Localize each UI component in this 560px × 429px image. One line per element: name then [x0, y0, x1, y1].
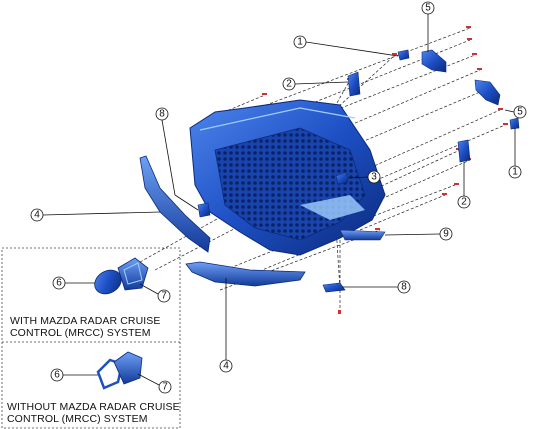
clip-upper	[397, 49, 410, 61]
svg-text:3: 3	[371, 172, 377, 183]
leader-lines	[42, 14, 516, 386]
without-mrcc-line1: WITHOUT MAZDA RADAR CRUISE	[7, 401, 180, 413]
callout-2-right: 2	[457, 195, 471, 209]
svg-text:6: 6	[56, 278, 62, 289]
svg-text:9: 9	[443, 229, 449, 240]
callout-1-right: 1	[508, 165, 522, 179]
svg-text:5: 5	[425, 3, 431, 14]
callout-7-without: 7	[158, 380, 172, 394]
without-mrcc-label: WITHOUT MAZDA RADAR CRUISE CONTROL (MRCC…	[7, 401, 182, 425]
svg-text:7: 7	[162, 382, 168, 393]
callout-3: 3	[367, 170, 381, 184]
grille-garnish-lower	[185, 261, 306, 287]
svg-text:5: 5	[517, 107, 523, 118]
bracket-2-right	[457, 139, 471, 163]
callout-4-lower: 4	[219, 359, 233, 373]
without-mrcc-line2: CONTROL (MRCC) SYSTEM	[7, 413, 148, 425]
svg-text:6: 6	[54, 370, 60, 381]
grille-garnish-upper	[139, 155, 211, 253]
callout-2-upper: 2	[282, 77, 296, 91]
callout-4-left: 4	[30, 208, 44, 222]
bracket-5-right	[474, 79, 501, 106]
callout-5-right: 5	[513, 105, 527, 119]
callout-6-without: 6	[50, 368, 64, 382]
callout-8-lower: 8	[397, 280, 411, 294]
inset-frames	[1, 247, 181, 429]
svg-text:4: 4	[34, 210, 40, 221]
svg-text:8: 8	[159, 109, 165, 120]
bracket-2-upper	[347, 71, 361, 97]
callout-9: 9	[439, 227, 453, 241]
bracket-lower	[322, 282, 346, 293]
emblem-assembly-without-mrcc	[96, 351, 143, 390]
svg-text:4: 4	[223, 361, 229, 372]
callout-5-upper: 5	[421, 1, 435, 15]
bracket-left	[197, 202, 211, 218]
svg-text:1: 1	[297, 37, 303, 48]
radiator-grille	[189, 99, 386, 256]
bracket-5-upper	[421, 49, 447, 73]
callout-8-upper: 8	[155, 107, 169, 121]
clip-3	[335, 171, 349, 185]
callout-7-with: 7	[157, 289, 171, 303]
svg-text:1: 1	[512, 167, 518, 178]
with-mrcc-line2: CONTROL (MRCC) SYSTEM	[10, 327, 151, 339]
clip-right	[509, 117, 520, 130]
svg-text:8: 8	[401, 282, 407, 293]
svg-text:2: 2	[461, 197, 467, 208]
with-mrcc-line1: WITH MAZDA RADAR CRUISE	[10, 315, 161, 327]
svg-text:2: 2	[286, 79, 292, 90]
with-mrcc-label: WITH MAZDA RADAR CRUISE CONTROL (MRCC) S…	[10, 315, 170, 339]
callout-1-upper: 1	[293, 35, 307, 49]
svg-text:7: 7	[161, 291, 167, 302]
callouts: 1 2 5 5 1 2 3 8 4 9 8 4 6 7 6 7	[30, 1, 527, 394]
emblem-assembly-with-mrcc	[94, 257, 149, 295]
callout-6-with: 6	[52, 276, 66, 290]
